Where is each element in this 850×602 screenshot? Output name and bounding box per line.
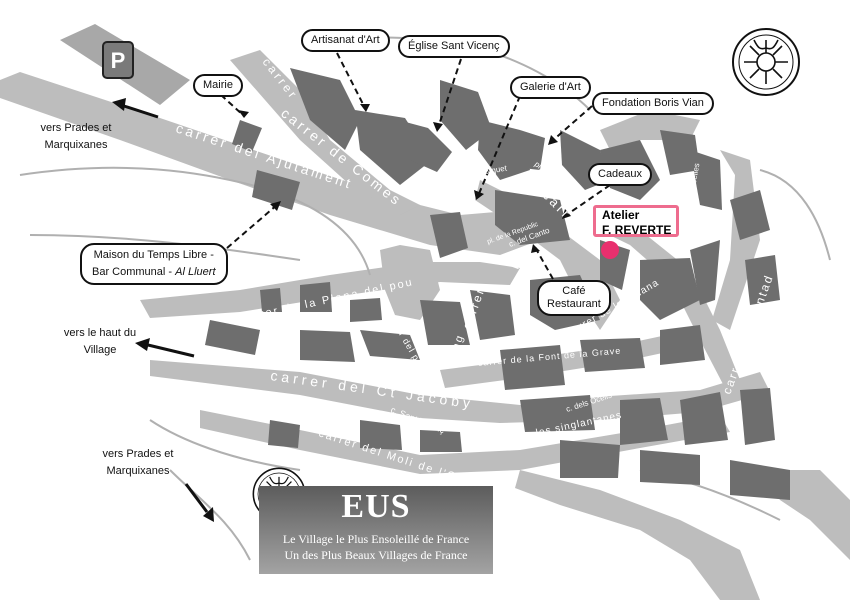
maison-line2-a: Bar Communal - xyxy=(92,266,176,278)
callout-mairie[interactable]: Mairie xyxy=(193,74,243,97)
direction-prades-bottom-line2: Marquixanes xyxy=(106,465,170,477)
parking-sign[interactable]: P xyxy=(102,41,134,79)
direction-prades-top-line2: Marquixanes xyxy=(44,139,108,151)
street-massado: c. de Massado xyxy=(662,366,715,378)
street-mossen: c. Mossen Forquet xyxy=(441,163,509,184)
callout-galerie[interactable]: Galerie d'Art xyxy=(510,76,591,99)
direction-haut-line2: Village xyxy=(83,344,117,356)
village-slogan-1: Le Village le Plus Ensoleillé de France xyxy=(282,532,470,546)
atelier-line1: Atelier xyxy=(602,208,640,222)
leader-lines xyxy=(220,52,611,280)
callout-cadeaux[interactable]: Cadeaux xyxy=(588,163,653,186)
maison-line2-b: Al Lluert xyxy=(175,266,216,278)
callout-fondation[interactable]: Fondation Boris Vian xyxy=(592,92,714,115)
village-title: EUS xyxy=(341,488,411,525)
cafe-line1: Café xyxy=(562,285,586,297)
maison-line2: Bar Communal - Al Lluert xyxy=(92,264,216,281)
atelier-label[interactable]: Atelier F. REVERTE xyxy=(593,205,679,237)
direction-prades-top-line1: vers Prades et xyxy=(40,122,112,134)
village-slogan-2: Un des Plus Beaux Villages de France xyxy=(284,548,468,562)
maison-line1: Maison du Temps Libre - xyxy=(93,249,214,261)
direction-prades-bottom-line1: vers Prades et xyxy=(102,448,174,460)
atelier-line2: F. REVERTE xyxy=(602,223,672,237)
street-font-v: Fo xyxy=(508,249,527,271)
direction-haut-line1: vers le haut du xyxy=(63,327,137,339)
direction-prades-bottom: vers Prades et Marquixanes xyxy=(78,446,198,480)
direction-prades-top: vers Prades et Marquixanes xyxy=(14,120,138,154)
callout-cafe[interactable]: Café Restaurant xyxy=(537,280,611,316)
callout-artisanat[interactable]: Artisanat d'Art xyxy=(301,29,390,52)
leader-arrowheads xyxy=(238,104,571,253)
callout-maison[interactable]: Maison du Temps Libre - Bar Communal - A… xyxy=(80,243,228,285)
callout-eglise[interactable]: Église Sant Vicenç xyxy=(398,35,510,58)
cafe-line2: Restaurant xyxy=(547,298,601,310)
atelier-marker[interactable] xyxy=(601,241,619,259)
village-title-plate: EUS Le Village le Plus Ensoleillé de Fra… xyxy=(259,486,493,574)
sun-emblem-icon xyxy=(732,28,800,96)
buildings xyxy=(205,68,790,500)
street-placa-juan: plaça Juan Liusia xyxy=(612,381,674,390)
direction-haut: vers le haut du Village xyxy=(40,325,160,359)
direction-arrows xyxy=(123,104,209,513)
